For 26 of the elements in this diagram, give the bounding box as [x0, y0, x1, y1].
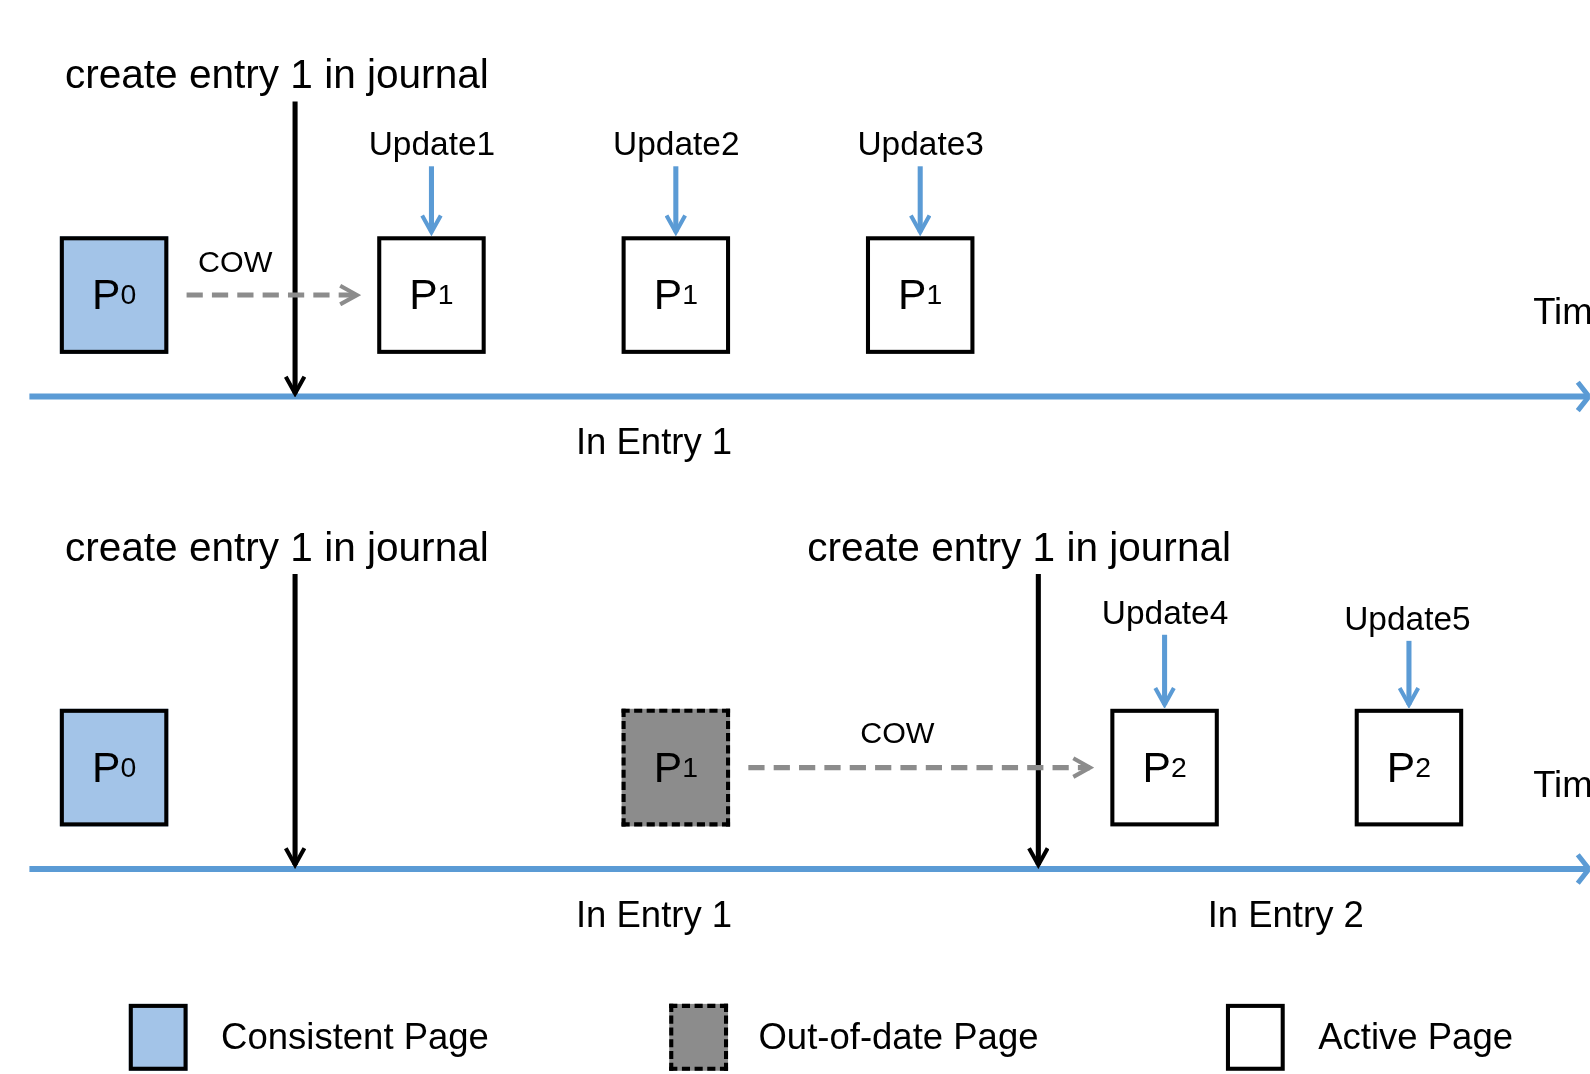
- arrow: [1027, 573, 1050, 867]
- arrow: [664, 166, 688, 235]
- arrow: [283, 573, 307, 867]
- update-label: Update1: [359, 123, 504, 165]
- arrow: [186, 283, 359, 307]
- legend-label: Active Page: [1318, 1016, 1513, 1059]
- axis-label: Tim: [1533, 763, 1590, 807]
- arrow: [1397, 640, 1421, 707]
- event-label: create entry 1 in journal: [64, 523, 489, 570]
- arrow: [1153, 634, 1176, 707]
- legend-label: Out-of-date Page: [758, 1016, 1039, 1059]
- arrow: [908, 166, 932, 235]
- entry-label: In Entry 1: [575, 893, 733, 936]
- arrow: [283, 101, 307, 396]
- arrow: [420, 166, 443, 235]
- arrow: [748, 756, 1093, 779]
- update-label: Update4: [1093, 592, 1238, 633]
- update-label: Update2: [604, 123, 749, 165]
- event-label: create entry 1 in journal: [807, 523, 1231, 570]
- entry-label: In Entry 2: [1207, 893, 1364, 936]
- update-label: Update5: [1335, 598, 1480, 639]
- legend-label: Consistent Page: [221, 1016, 489, 1059]
- event-label: create entry 1 in journal: [64, 50, 489, 98]
- axis-label: Tim: [1533, 291, 1590, 334]
- entry-label: In Entry 1: [575, 420, 733, 464]
- update-label: Update3: [848, 123, 993, 165]
